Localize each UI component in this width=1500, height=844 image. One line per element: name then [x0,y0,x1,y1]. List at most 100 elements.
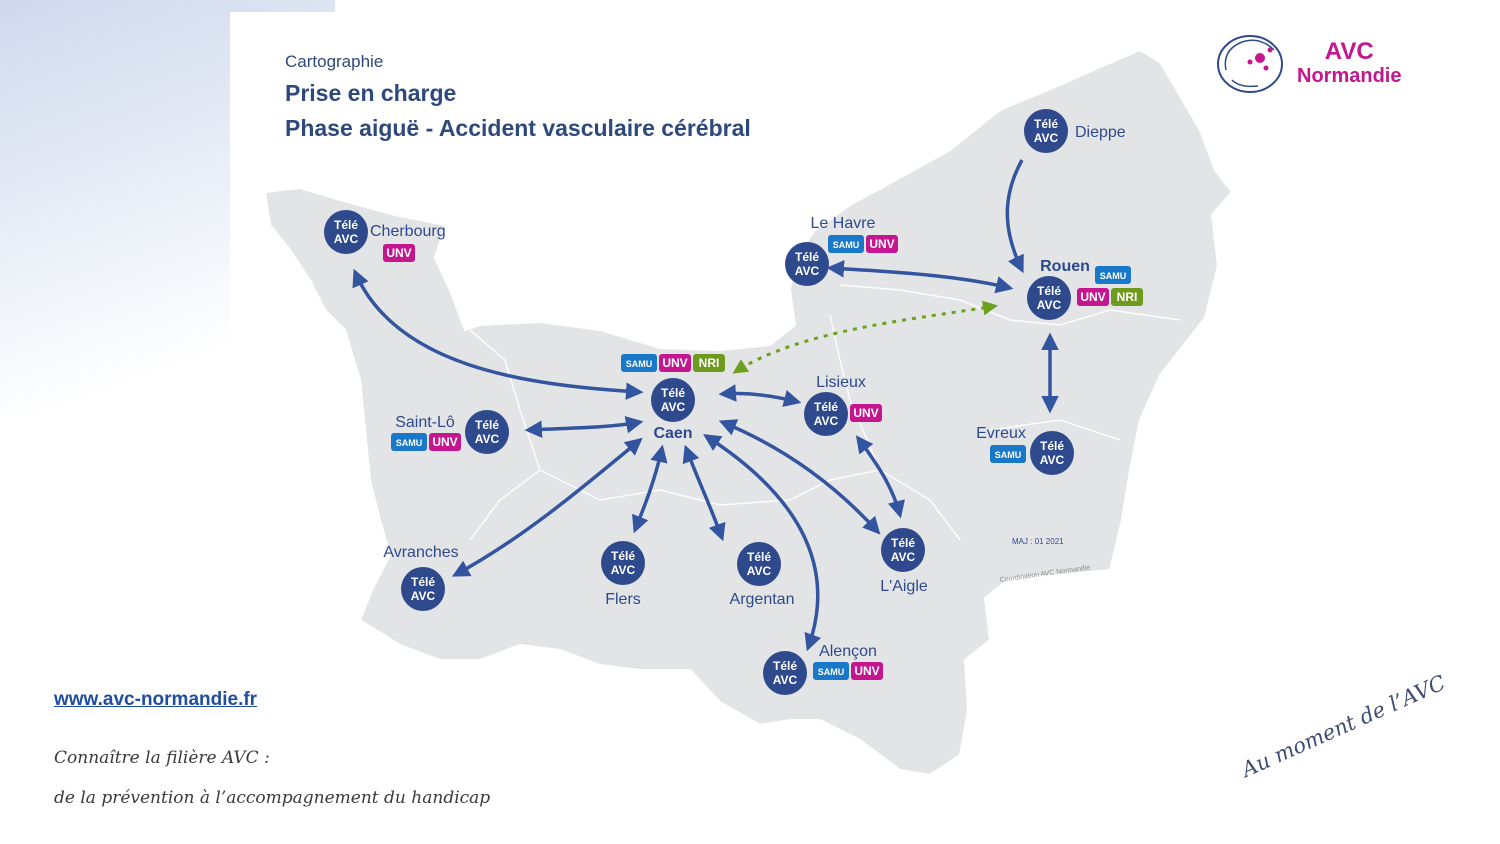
arrow-caen-saint-lo [524,416,644,438]
node-label-line-2: AVC [747,564,772,578]
badge-unv [383,244,415,262]
node-label-line-1: Télé [795,250,819,264]
node-label-line-2: AVC [814,414,839,428]
node-label-line-2: AVC [1034,131,1059,145]
node-label-line-1: Télé [773,659,797,673]
tele-avc-node[interactable] [1027,276,1071,320]
website-link[interactable]: www.avc-normandie.fr [54,689,258,710]
node-label-line-2: AVC [475,432,500,446]
badge-samu [813,662,849,680]
badge-nri-label: NRI [699,356,720,370]
logo-line-2: Normandie [1297,65,1402,87]
node-label-line-1: Télé [814,400,838,414]
badge-samu [828,235,864,253]
arrow-caen-lisieux [718,384,802,407]
node-label-line-1: Télé [661,386,685,400]
node-label-line-2: AVC [1040,453,1065,467]
badge-samu-label: SAMU [396,438,423,448]
logo-line-1: AVC [1324,38,1374,65]
tele-avc-node[interactable] [737,542,781,586]
tele-avc-node[interactable] [324,210,368,254]
badge-samu-label: SAMU [1100,271,1127,281]
tele-avc-node[interactable] [465,410,509,454]
node-label-line-2: AVC [611,563,636,577]
city-name: Evreux [976,425,1026,442]
badge-samu [990,445,1026,463]
city-name: Dieppe [1075,124,1126,141]
node-label-line-1: Télé [1037,284,1061,298]
badge-unv-label: UNV [662,356,687,370]
badge-unv-label: UNV [432,435,457,449]
badge-samu-label: SAMU [833,240,860,250]
tele-avc-node[interactable] [401,567,445,611]
badge-samu-label: SAMU [995,450,1022,460]
node-label-line-2: AVC [411,589,436,603]
node-label-line-2: AVC [891,550,916,564]
node-label-line-1: Télé [475,418,499,432]
footer-line-1: Connaître la filière AVC : [54,748,270,768]
tele-avc-node[interactable] [763,651,807,695]
tele-avc-node[interactable] [1030,431,1074,475]
map-subtitle: Cartographie [285,52,384,71]
badge-unv-label: UNV [854,664,879,678]
city-name: Lisieux [816,374,866,391]
tele-avc-node[interactable] [785,242,829,286]
badge-samu [1095,266,1131,284]
tele-avc-node[interactable] [881,528,925,572]
city-name: Le Havre [811,215,876,232]
badge-samu [391,433,427,451]
node-label-line-2: AVC [795,264,820,278]
node-label-line-1: Télé [1040,439,1064,453]
node-label-line-2: AVC [773,673,798,687]
tele-avc-node[interactable] [651,378,695,422]
tele-avc-node[interactable] [804,392,848,436]
update-note: MAJ : 01 2021 [1012,537,1064,546]
arrow-caen-flers [632,444,668,534]
node-label-line-1: Télé [1034,117,1058,131]
city-name: Avranches [383,544,458,561]
map-title-1: Prise en charge [285,80,457,106]
badge-unv [866,235,898,253]
badge-unv [1077,288,1109,306]
arrow-lisieux-laigle [855,435,905,519]
city-name: Cherbourg [370,223,446,240]
badge-samu [621,354,657,372]
city-name: Alençon [819,643,877,660]
badge-unv [851,662,883,680]
header: Cartographie Prise en charge Phase aiguë… [285,52,751,150]
city-name: Caen [653,425,692,442]
badge-unv [850,404,882,422]
node-label-line-1: Télé [747,550,771,564]
tele-avc-node[interactable] [1024,109,1068,153]
tele-avc-node[interactable] [601,541,645,585]
city-name: Saint-Lô [395,414,455,431]
city-name: Argentan [730,591,795,608]
avc-normandie-logo: AVC Normandie [1212,28,1422,100]
node-label-line-2: AVC [334,232,359,246]
badge-unv-label: UNV [386,246,411,260]
footer-line-2: de la prévention à l’accompagnement du h… [54,788,491,808]
city-name: L'Aigle [880,578,928,595]
badge-unv-label: UNV [869,237,894,251]
badge-nri-label: NRI [1117,290,1138,304]
arrow-dieppe-rouen [1005,159,1024,274]
node-label-line-1: Télé [891,536,915,550]
arrow-caen-alencon [703,434,821,652]
arrow-caen-avranches [451,437,643,577]
badge-samu-label: SAMU [626,359,653,369]
